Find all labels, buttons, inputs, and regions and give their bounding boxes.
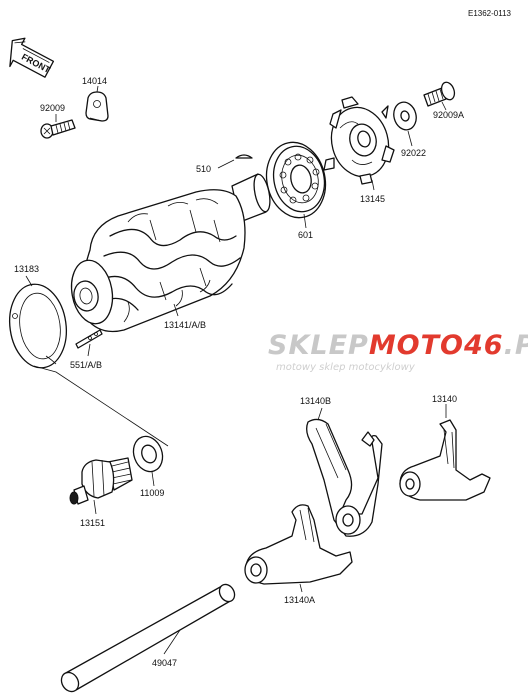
part-92009-screw [40,119,76,139]
part-13145-cam-plate [323,96,395,185]
svg-text:SKLEPMOTO46.PL: SKLEPMOTO46.PL [268,330,528,361]
watermark-tagline: motowy sklep motocyklowy [276,362,416,373]
label-13183: 13183 [14,264,39,274]
label-92009A: 92009A [433,110,464,120]
part-601-bearing [265,141,327,219]
watermark-brand-b: MOTO [369,330,464,361]
front-arrow-icon: FRONT [9,37,55,78]
label-13140A: 13140A [284,595,315,605]
label-551: 551/A/B [70,360,102,370]
label-510: 510 [196,164,211,174]
watermark-brand-a: SKLEP [268,330,369,361]
part-13183-plate [9,283,67,369]
label-92009: 92009 [40,103,65,113]
part-49047-shaft [60,583,236,693]
label-14014: 14014 [82,76,107,86]
assembly-line [33,365,169,447]
label-13141: 13141/A/B [164,320,206,330]
label-601: 601 [298,230,313,240]
label-92022: 92022 [401,148,426,158]
label-13145: 13145 [360,194,385,204]
part-92022-washer [393,101,417,131]
part-11009-washer [132,435,164,473]
part-92009A-screw [423,81,456,107]
watermark-brand-d: .PL [504,330,528,361]
watermark: SKLEPMOTO46.PL motowy sklep motocyklowy [268,330,528,373]
diagram-ref: E1362-0113 [468,9,512,18]
part-13140A-shift-fork [244,504,353,585]
watermark-brand-c: 46 [463,330,504,361]
label-13140: 13140 [432,394,457,404]
part-510-pin [235,154,253,159]
part-14014-bracket [85,91,109,122]
part-551-pins [75,329,103,349]
part-13140-shift-fork [399,419,491,501]
part-13141-shift-drum [70,173,271,333]
label-11009: 11009 [140,488,164,498]
part-13140B-shift-fork [306,418,383,537]
part-13151-switch [69,457,133,505]
label-13151: 13151 [80,518,105,528]
label-13140B: 13140B [300,396,331,406]
label-49047: 49047 [152,658,177,668]
